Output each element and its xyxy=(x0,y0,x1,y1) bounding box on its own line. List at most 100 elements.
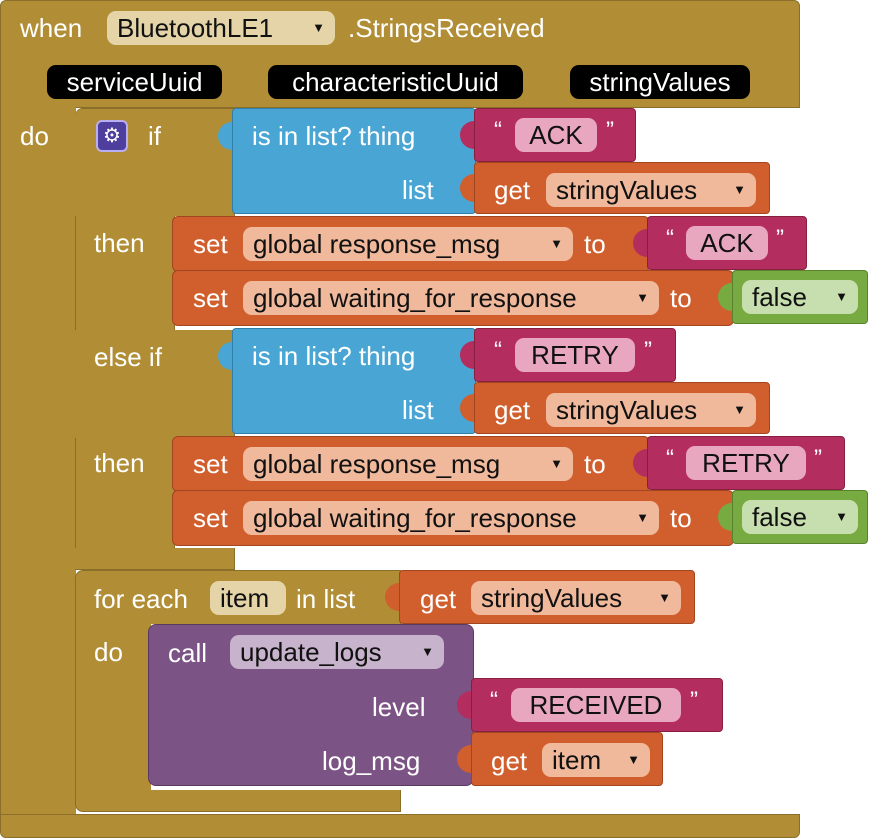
component-dropdown-value: BluetoothLE1 xyxy=(117,13,274,43)
is-in-list-2-connector xyxy=(218,342,232,370)
logic-false-2-connector xyxy=(718,503,732,531)
then-label-1: then xyxy=(94,228,145,258)
get-item-dropdown[interactable]: item ▼ xyxy=(542,743,650,777)
logic-false-2-dropdown[interactable]: false ▼ xyxy=(742,500,858,534)
arg-level-label: level xyxy=(372,692,426,722)
if-else-block[interactable] xyxy=(75,108,235,570)
chevron-down-icon: ▼ xyxy=(636,290,649,305)
set-response-msg-2-var: global response_msg xyxy=(253,449,501,479)
set-response-msg-2-dropdown[interactable]: global response_msg ▼ xyxy=(243,447,573,481)
to-label-2: to xyxy=(670,283,692,313)
get-cond1-var: stringValues xyxy=(556,175,698,205)
get-cond2-label: get xyxy=(494,395,531,425)
is-in-list-1-connector xyxy=(218,122,232,150)
for-each-do-label: do xyxy=(94,637,123,667)
logic-false-2-value: false xyxy=(752,502,807,532)
text-ack-cond-connector xyxy=(460,121,474,149)
set-label-4: set xyxy=(193,503,228,533)
set-waiting-2-dropdown[interactable]: global waiting_for_response ▼ xyxy=(243,501,659,535)
get-cond2-var: stringValues xyxy=(556,395,698,425)
component-dropdown[interactable]: BluetoothLE1 ▼ xyxy=(107,11,335,45)
for-each-item-field[interactable]: item xyxy=(210,581,286,615)
to-label-4: to xyxy=(670,503,692,533)
get-item-var: item xyxy=(552,745,602,775)
get-cond1-dropdown[interactable]: stringValues ▼ xyxy=(546,173,756,207)
get-cond1-label: get xyxy=(494,175,531,205)
logic-false-1-connector xyxy=(718,283,732,311)
open-quote-icon: “ xyxy=(494,117,502,144)
get-foreach-connector xyxy=(385,583,399,611)
is-in-list-1-label: is in list? thing xyxy=(252,121,416,151)
set-waiting-2-var: global waiting_for_response xyxy=(253,503,577,533)
chevron-down-icon: ▼ xyxy=(835,509,848,524)
call-label: call xyxy=(168,638,208,668)
text-field-ack[interactable]: ACK xyxy=(686,226,768,260)
is-in-list-block-1[interactable] xyxy=(232,108,476,214)
if-footer-bar xyxy=(75,548,235,570)
procedure-name: update_logs xyxy=(240,637,382,667)
for-each-block[interactable] xyxy=(75,570,401,814)
chevron-down-icon: ▼ xyxy=(658,590,671,605)
gear-icon[interactable]: ⚙ xyxy=(96,120,128,152)
text-field-retry-cond[interactable]: RETRY xyxy=(515,338,635,372)
close-quote-icon: ” xyxy=(644,337,652,364)
open-quote-icon: “ xyxy=(490,687,498,714)
open-quote-icon: “ xyxy=(666,445,674,472)
is-in-list-block-2[interactable] xyxy=(232,328,476,434)
in-list-label: in list xyxy=(296,584,356,614)
text-field-ack-cond[interactable]: ACK xyxy=(515,118,597,152)
param-characteristic-uuid[interactable]: characteristicUuid xyxy=(268,65,523,99)
chevron-down-icon: ▼ xyxy=(835,289,848,304)
chevron-down-icon: ▼ xyxy=(733,182,746,197)
event-block-strings-received[interactable]: when BluetoothLE1 ▼ .StringsReceived ser… xyxy=(0,0,800,838)
chevron-down-icon: ▼ xyxy=(421,644,434,659)
chevron-down-icon: ▼ xyxy=(627,752,640,767)
is-in-list-2-label: is in list? thing xyxy=(252,341,416,371)
get-foreach-dropdown[interactable]: stringValues ▼ xyxy=(471,581,681,615)
param-service-uuid[interactable]: serviceUuid xyxy=(47,65,222,99)
close-quote-icon: ” xyxy=(776,225,784,252)
get-item-label: get xyxy=(491,746,528,776)
logic-false-1-value: false xyxy=(752,282,807,312)
set-waiting-1-dropdown[interactable]: global waiting_for_response ▼ xyxy=(243,281,659,315)
chevron-down-icon: ▼ xyxy=(550,456,563,471)
chevron-down-icon: ▼ xyxy=(636,510,649,525)
event-spine xyxy=(0,106,76,818)
if-label: if xyxy=(148,121,161,151)
set-label-1: set xyxy=(193,229,228,259)
close-quote-icon: ” xyxy=(814,445,822,472)
get-cond2-dropdown[interactable]: stringValues ▼ xyxy=(546,393,756,427)
logic-false-1-dropdown[interactable]: false ▼ xyxy=(742,280,858,314)
to-label-3: to xyxy=(584,449,606,479)
text-field-retry[interactable]: RETRY xyxy=(686,446,806,480)
open-quote-icon: “ xyxy=(666,225,674,252)
text-field-received[interactable]: RECEIVED xyxy=(511,688,681,722)
text-retry-cond-connector xyxy=(460,341,474,369)
elseif-header-bar xyxy=(75,330,235,438)
chevron-down-icon: ▼ xyxy=(312,20,325,35)
text-retry-connector xyxy=(633,449,647,477)
procedure-dropdown[interactable]: update_logs ▼ xyxy=(230,635,444,669)
open-quote-icon: “ xyxy=(494,337,502,364)
set-waiting-1-var: global waiting_for_response xyxy=(253,283,577,313)
is-in-list-1-list-label: list xyxy=(402,175,434,205)
else-if-label: else if xyxy=(94,342,162,372)
for-each-label: for each xyxy=(94,584,188,614)
get-foreach-var: stringValues xyxy=(481,583,623,613)
then-label-2: then xyxy=(94,448,145,478)
text-ack-connector xyxy=(633,229,647,257)
param-string-values[interactable]: stringValues xyxy=(570,65,750,99)
chevron-down-icon: ▼ xyxy=(550,236,563,251)
get-cond2-connector xyxy=(460,394,474,422)
set-label-3: set xyxy=(193,449,228,479)
to-label-1: to xyxy=(584,229,606,259)
text-received-connector xyxy=(457,691,471,719)
for-each-footer xyxy=(75,790,401,812)
for-each-spine xyxy=(75,622,151,794)
set-response-msg-1-dropdown[interactable]: global response_msg ▼ xyxy=(243,227,573,261)
arg-log-msg-label: log_msg xyxy=(322,746,421,776)
event-name-label: .StringsReceived xyxy=(348,13,545,43)
set-label-2: set xyxy=(193,283,228,313)
get-item-connector xyxy=(457,745,471,773)
is-in-list-2-list-label: list xyxy=(402,395,434,425)
